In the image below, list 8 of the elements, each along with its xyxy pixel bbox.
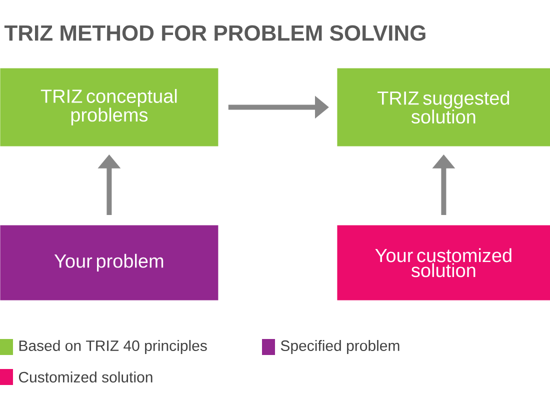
process-box: Your customized solution <box>337 225 550 300</box>
legend-label: Customized solution <box>18 372 152 382</box>
process-box: Your problem <box>0 225 218 300</box>
process-box: TRIZ conceptual problems <box>0 68 218 146</box>
process-box: TRIZ suggested solution <box>337 68 550 146</box>
title: TRIZ METHOD FOR PROBLEM SOLVING <box>4 25 426 41</box>
legend-label: Specified problem <box>280 340 400 354</box>
legend-label: Based on TRIZ 40 principles <box>19 340 207 354</box>
